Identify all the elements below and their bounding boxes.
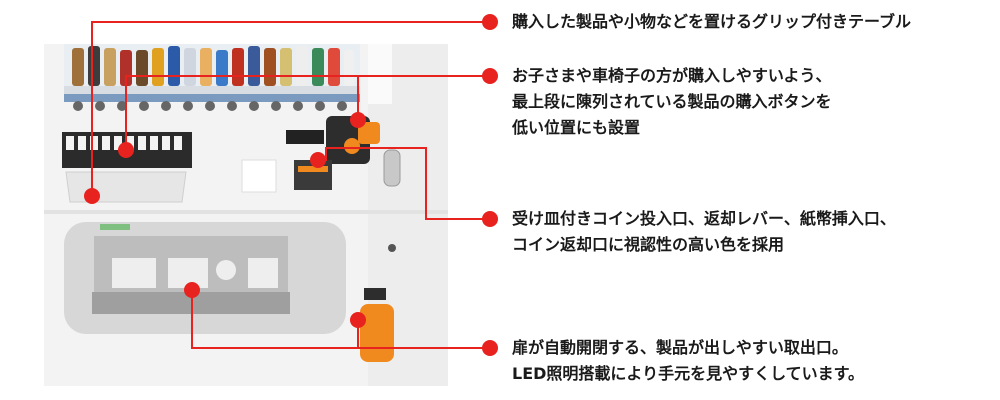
marker-dot xyxy=(184,282,200,298)
callout-line: 最上段に陳列されている製品の購入ボタンを xyxy=(512,92,832,111)
callout-line: コイン返却口に視認性の高い色を採用 xyxy=(512,235,785,254)
callout-bullet xyxy=(482,14,498,30)
callout-line: 低い位置にも設置 xyxy=(512,118,641,137)
coin-return-slot xyxy=(383,149,401,187)
return-lever xyxy=(344,138,360,154)
callout-line: LED照明搭載により手元を見やすくしています。 xyxy=(512,364,865,383)
product-samples xyxy=(72,46,354,86)
callout-take-out: 扉が自動開閉する、製品が出しやすい取出口。 LED照明搭載により手元を見やすくし… xyxy=(512,335,864,387)
marker-dot xyxy=(310,152,326,168)
take-out-door[interactable] xyxy=(64,222,346,334)
callout-coin-bill: 受け皿付きコイン投入口、返却レバー、紙幣挿入口、 コイン返却口に視認性の高い色を… xyxy=(512,206,896,258)
leader-line-2 xyxy=(125,75,490,150)
callout-bullet xyxy=(482,68,498,84)
coin-tray xyxy=(358,122,380,144)
marker-dot xyxy=(350,312,366,328)
top-row-buttons[interactable] xyxy=(64,94,360,111)
leader-line-1 xyxy=(91,21,490,196)
callout-line: 購入した製品や小物などを置けるグリップ付きテーブル xyxy=(512,12,912,31)
callout-line: お子さまや車椅子の方が購入しやすいよう、 xyxy=(512,66,832,85)
coin-return-cup xyxy=(360,304,394,362)
callout-line: 受け皿付きコイン投入口、返却レバー、紙幣挿入口、 xyxy=(512,209,896,228)
callout-line: 扉が自動開閉する、製品が出しやすい取出口。 xyxy=(512,338,848,357)
price-display xyxy=(286,130,324,144)
marker-dot xyxy=(118,142,134,158)
callout-grip-table: 購入した製品や小物などを置けるグリップ付きテーブル xyxy=(512,9,911,35)
marker-dot xyxy=(350,112,366,128)
callout-bullet xyxy=(482,340,498,356)
marker-dot xyxy=(84,188,100,204)
leader-line-4 xyxy=(191,290,490,349)
callout-low-buttons: お子さまや車椅子の方が購入しやすいよう、 最上段に陳列されている製品の購入ボタン… xyxy=(512,63,832,141)
callout-bullet xyxy=(482,211,498,227)
grip-table xyxy=(65,171,187,203)
